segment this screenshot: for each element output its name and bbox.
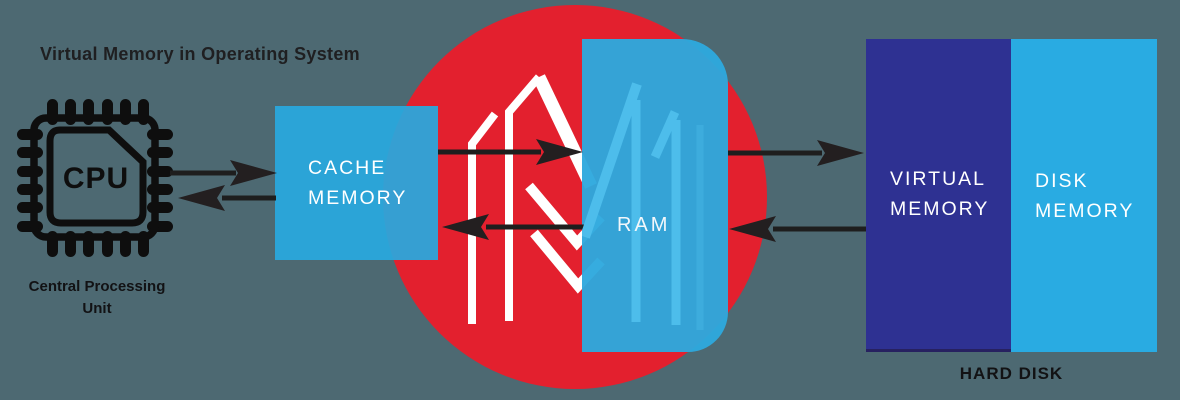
- virtual-memory-label-line1: VIRTUAL: [890, 168, 986, 190]
- arrow-cache-to-cpu: [178, 185, 276, 211]
- ram-box: RAM: [582, 39, 728, 352]
- cpu-caption-line2: Unit: [82, 300, 112, 317]
- disk-memory-label-line2: MEMORY: [1035, 199, 1135, 222]
- virtual-memory-box: VIRTUAL MEMORY: [866, 39, 1011, 352]
- m-monogram-logo-blue: [582, 82, 704, 330]
- disk-memory-box: DISK MEMORY: [1011, 39, 1157, 352]
- cache-memory-box: CACHE MEMORY: [275, 106, 438, 260]
- hard-disk-caption: HARD DISK: [959, 364, 1064, 383]
- cpu-caption-line1: Central Processing: [28, 278, 166, 295]
- disk-memory-label-line1: DISK: [1035, 169, 1089, 192]
- arrow-cpu-to-cache: [170, 160, 277, 186]
- cache-memory-label-line1: CACHE: [308, 157, 387, 179]
- virtual-memory-label-line2: MEMORY: [890, 198, 990, 220]
- ram-label: RAM: [617, 214, 671, 236]
- cpu-chip-text: CPU: [63, 162, 129, 195]
- cpu-chip-icon: CPU: [17, 99, 173, 257]
- cache-memory-label-line2: MEMORY: [308, 187, 408, 209]
- cpu-caption: Central Processing Unit: [16, 276, 178, 320]
- diagram-title: Virtual Memory in Operating System: [40, 44, 360, 64]
